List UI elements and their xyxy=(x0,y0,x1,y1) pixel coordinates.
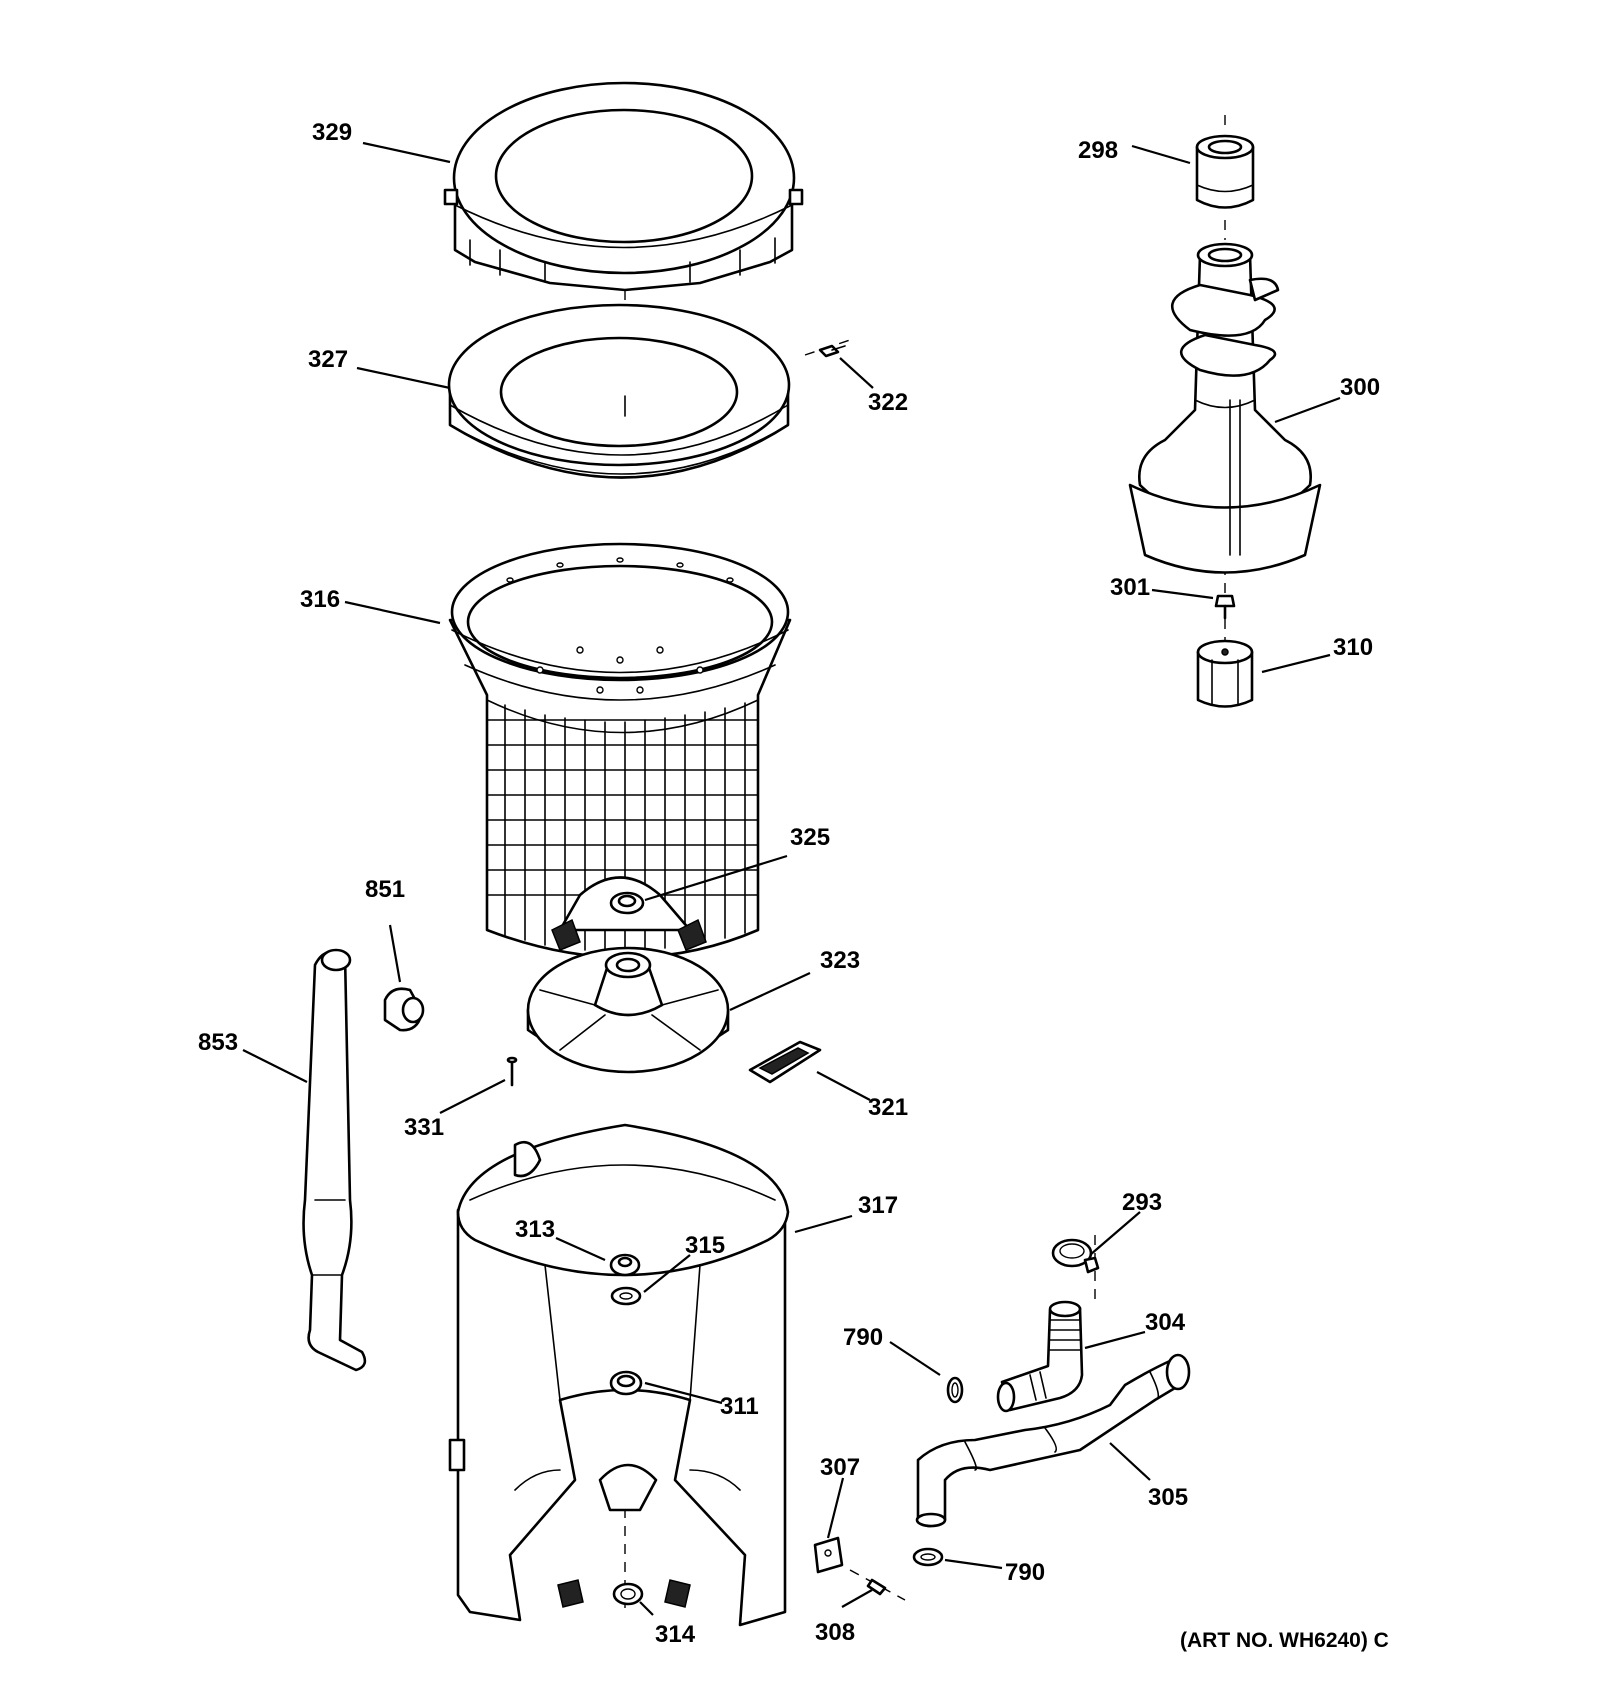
part-labels: 329 327 322 316 325 851 853 323 321 331 … xyxy=(198,119,1389,1652)
screw-308 xyxy=(849,1569,906,1601)
label-325: 325 xyxy=(790,824,830,851)
leader-lines xyxy=(242,141,1341,1616)
wash-basket-316 xyxy=(448,542,792,959)
label-790-upper: 790 xyxy=(843,1324,883,1351)
label-293: 293 xyxy=(1122,1189,1162,1216)
label-851: 851 xyxy=(365,876,405,903)
label-300: 300 xyxy=(1340,374,1380,401)
screw-301 xyxy=(1214,594,1236,620)
seal-313 xyxy=(609,1253,641,1277)
clamp-790-lower xyxy=(912,1547,944,1567)
cam-310 xyxy=(1196,639,1254,708)
washer-315 xyxy=(610,1286,642,1306)
label-307: 307 xyxy=(820,1454,860,1481)
agitator-300 xyxy=(1128,242,1322,574)
label-311: 311 xyxy=(720,1393,759,1420)
nut-311 xyxy=(609,1370,643,1396)
label-315: 315 xyxy=(685,1232,725,1259)
label-317: 317 xyxy=(858,1192,898,1219)
label-308: 308 xyxy=(815,1619,855,1646)
label-322: 322 xyxy=(868,389,908,416)
label-304: 304 xyxy=(1145,1309,1186,1336)
washer-314 xyxy=(612,1582,644,1606)
label-298: 298 xyxy=(1078,137,1118,164)
outer-tub-317 xyxy=(448,1123,790,1627)
label-329: 329 xyxy=(312,119,352,146)
art-number: (ART NO. WH6240) C xyxy=(1180,1629,1389,1652)
hose-304 xyxy=(996,1300,1084,1413)
label-790-lower: 790 xyxy=(1005,1559,1045,1586)
clamp-790-upper xyxy=(946,1376,964,1404)
bushing-298 xyxy=(1195,134,1255,209)
tub-cover-329 xyxy=(443,81,804,292)
filter-321 xyxy=(748,1040,822,1084)
hub-323 xyxy=(526,946,730,1074)
label-327: 327 xyxy=(308,346,348,373)
label-313: 313 xyxy=(515,1216,555,1243)
label-321: 321 xyxy=(868,1094,908,1121)
label-323: 323 xyxy=(820,947,860,974)
label-314: 314 xyxy=(655,1621,696,1648)
label-331: 331 xyxy=(404,1114,444,1141)
tube-853 xyxy=(302,948,367,1372)
nut-325 xyxy=(609,891,645,915)
clip-307 xyxy=(813,1536,844,1574)
label-310: 310 xyxy=(1333,634,1373,661)
screw-322 xyxy=(804,339,851,358)
cap-851 xyxy=(383,987,425,1032)
label-305: 305 xyxy=(1148,1484,1188,1511)
screw-331 xyxy=(506,1056,518,1087)
drain-hose-305 xyxy=(915,1353,1191,1528)
label-853: 853 xyxy=(198,1029,238,1056)
label-301: 301 xyxy=(1110,574,1150,601)
label-316: 316 xyxy=(300,586,340,613)
clamp-293 xyxy=(1051,1238,1100,1274)
balance-ring-327 xyxy=(447,303,791,479)
